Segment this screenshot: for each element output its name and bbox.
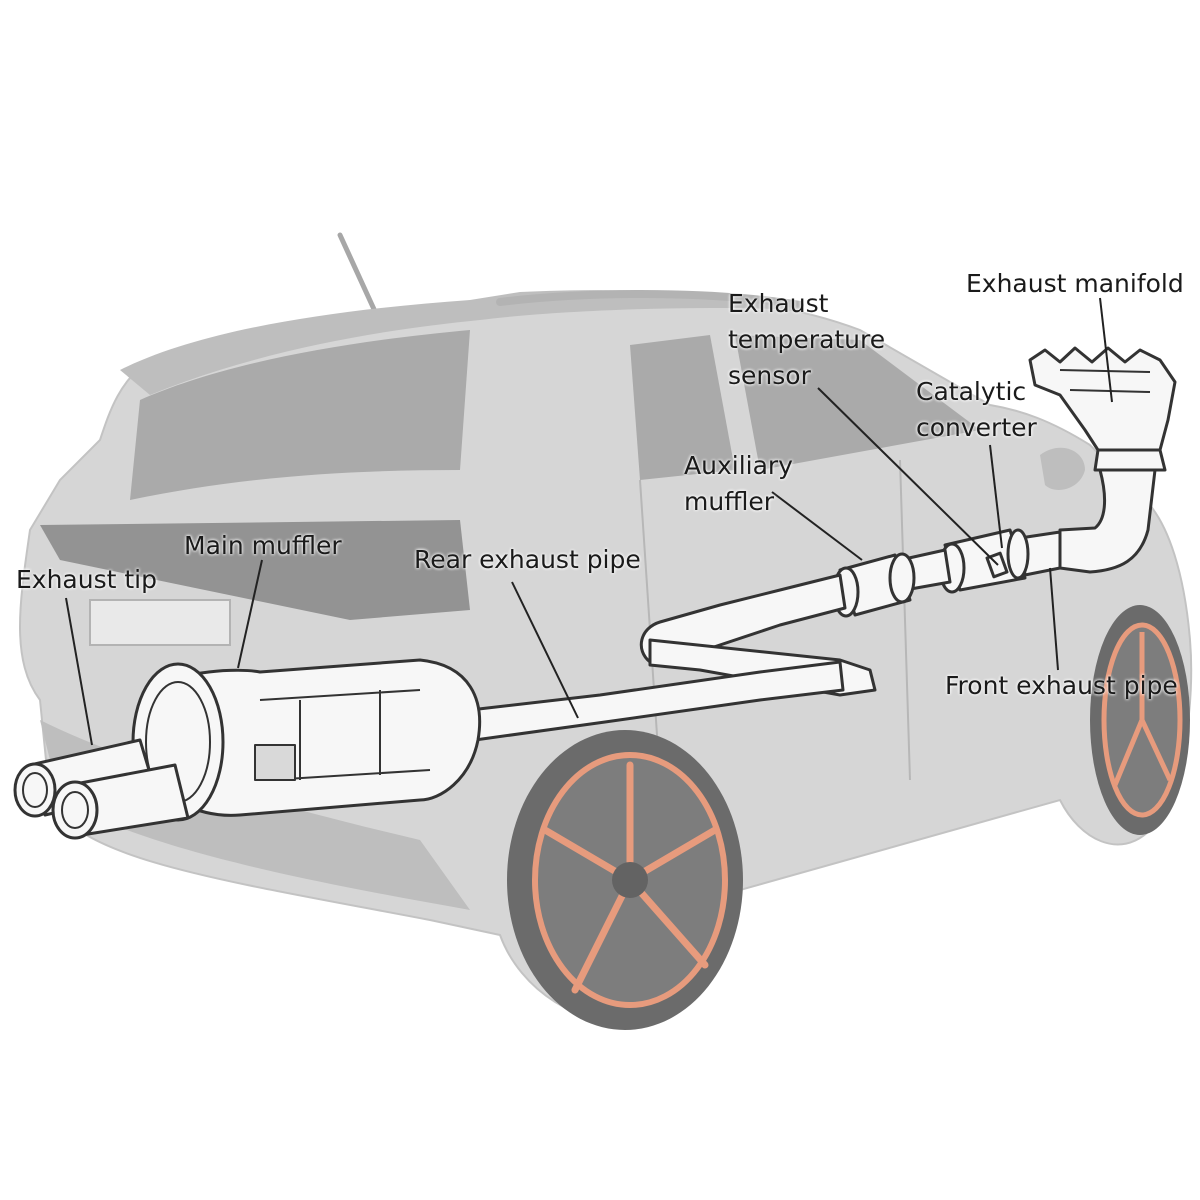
car-roof-rail: [496, 290, 804, 309]
label-exhaust-temperature-sensor-line3: sensor: [728, 361, 811, 390]
car-rear-lamp: [40, 520, 470, 620]
leader-exhaust-tip: [65, 597, 93, 746]
label-front-exhaust-pipe: Front exhaust pipe: [945, 668, 1178, 704]
label-rear-exhaust-pipe-text: Rear exhaust pipe: [414, 545, 641, 574]
car-side-window-rear: [630, 335, 735, 480]
label-auxiliary-muffler: Auxiliary muffler: [684, 448, 793, 520]
car-rear-window: [130, 330, 470, 500]
label-catalytic-converter-line2: converter: [916, 413, 1037, 442]
main-muffler: [131, 658, 482, 822]
label-auxiliary-muffler-line1: Auxiliary: [684, 451, 793, 480]
car-side-mirror: [1040, 447, 1085, 490]
car-front-wheel: [1090, 605, 1190, 835]
leader-exhaust-temperature-sensor: [817, 387, 999, 566]
label-main-muffler-text: Main muffler: [184, 531, 342, 560]
car-antenna: [337, 232, 381, 321]
label-catalytic-converter: Catalytic converter: [916, 374, 1037, 446]
label-auxiliary-muffler-line2: muffler: [684, 487, 775, 516]
leader-main-muffler: [237, 559, 263, 669]
leader-rear-exhaust-pipe: [511, 581, 579, 719]
label-exhaust-temperature-sensor-line2: temperature: [728, 325, 886, 354]
label-exhaust-temperature-sensor-line1: Exhaust: [728, 289, 829, 318]
leader-front-exhaust-pipe: [1049, 567, 1059, 671]
manifold-downpipe: [1058, 468, 1157, 574]
exhaust-tip: [13, 738, 190, 840]
label-exhaust-tip: Exhaust tip: [16, 562, 157, 598]
car-silhouette: [19, 232, 1193, 1030]
label-exhaust-temperature-sensor: Exhaust temperature sensor: [728, 286, 885, 394]
leader-catalytic-converter: [989, 444, 1003, 549]
label-exhaust-tip-text: Exhaust tip: [16, 565, 157, 594]
car-rear-wheel: [507, 730, 743, 1030]
leader-lines: [65, 297, 1113, 746]
leader-exhaust-manifold: [1099, 297, 1113, 403]
leader-auxiliary-muffler: [771, 491, 863, 561]
label-exhaust-manifold: Exhaust manifold: [966, 266, 1184, 302]
rear-exhaust-pipe: [468, 660, 845, 742]
label-catalytic-converter-line1: Catalytic: [916, 377, 1027, 406]
exhaust-system: [13, 346, 1177, 840]
label-rear-exhaust-pipe: Rear exhaust pipe: [414, 542, 641, 578]
label-exhaust-manifold-text: Exhaust manifold: [966, 269, 1184, 298]
car-side-window-front: [735, 335, 980, 470]
label-main-muffler: Main muffler: [184, 528, 342, 564]
label-front-exhaust-pipe-text: Front exhaust pipe: [945, 671, 1178, 700]
car-license-plate: [89, 599, 231, 646]
